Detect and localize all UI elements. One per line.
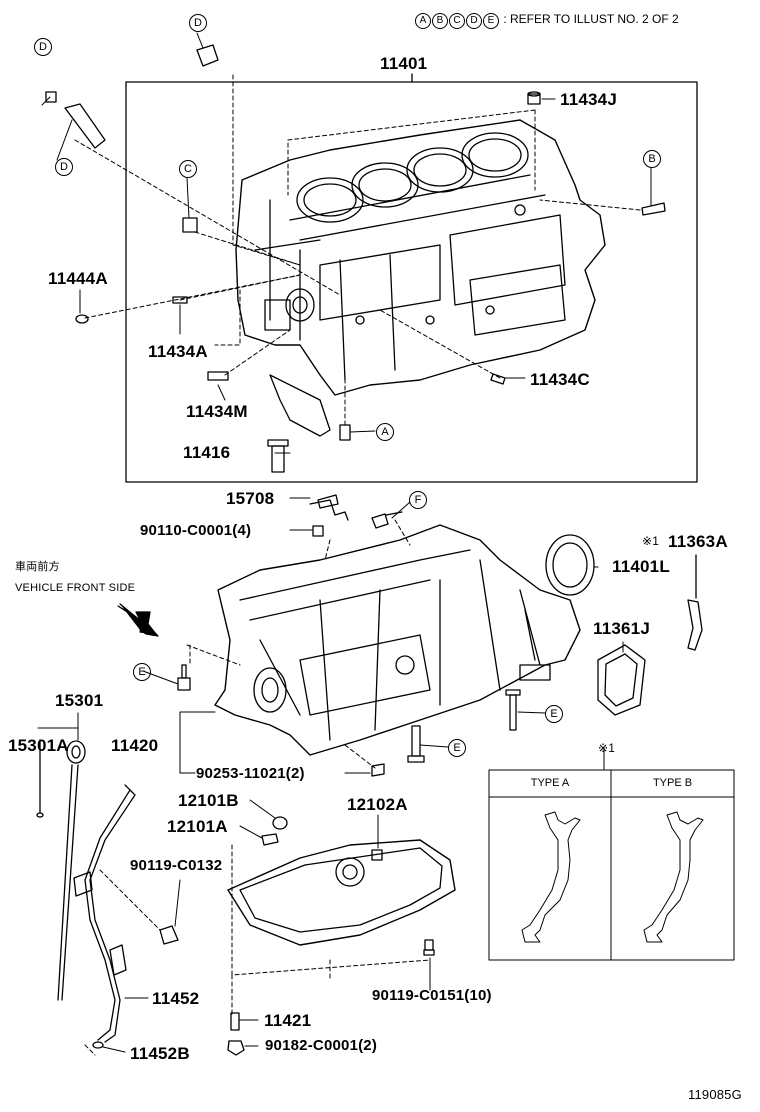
rear-oil-seal: [545, 534, 595, 596]
vehicle-front-english: VEHICLE FRONT SIDE: [15, 582, 136, 594]
label-12101A: 12101A: [167, 817, 228, 836]
block-small-parts: [45, 44, 666, 473]
label-15301: 15301: [55, 691, 104, 710]
label-11452: 11452: [152, 989, 200, 1008]
label-90110-c0001: 90110-C0001(4): [140, 522, 252, 539]
label-15708: 15708: [226, 489, 275, 508]
callout-e3: E: [448, 739, 466, 757]
vehicle-front-arrow-head: [119, 603, 159, 637]
callout-d-left-low: D: [55, 158, 73, 176]
label-11444A: 11444A: [48, 269, 108, 288]
label-11401L: 11401L: [612, 557, 670, 576]
label-11363A: 11363A: [668, 532, 728, 551]
cylinder-block: [235, 119, 606, 396]
ref-circle-e: E: [483, 13, 499, 29]
label-11421: 11421: [264, 1011, 312, 1030]
type-table: [488, 769, 735, 961]
label-11434M: 11434M: [186, 402, 248, 421]
gasket-11361J: [597, 644, 646, 716]
label-11434A: 11434A: [148, 342, 208, 361]
lower-fasteners: [177, 494, 521, 777]
callout-d-left: D: [34, 38, 52, 56]
callout-f: F: [409, 491, 427, 509]
crankcase: [214, 524, 581, 756]
callout-d-top: D: [189, 14, 207, 32]
stiffener-11363A: [687, 554, 703, 651]
callout-a: A: [376, 423, 394, 441]
label-11434C: 11434C: [530, 370, 590, 389]
ref-circle-c: C: [449, 13, 465, 29]
type-table-mark: ※1: [598, 741, 616, 755]
figure-id: 119085G: [688, 1087, 742, 1102]
type-b-header: TYPE B: [652, 777, 693, 789]
crankcase-dashed-leaders: [84, 519, 431, 1056]
callout-b: B: [643, 150, 661, 168]
label-11416: 11416: [183, 443, 231, 462]
label-90119-c0132: 90119-C0132: [130, 857, 223, 874]
ref-circle-d: D: [466, 13, 482, 29]
ref-note-text: : REFER TO ILLUST NO. 2 OF 2: [503, 12, 679, 26]
label-15301A: 15301A: [8, 736, 69, 755]
label-12102A: 12102A: [347, 795, 408, 814]
cylinder-block-frame: [125, 81, 698, 483]
label-90253-11021: 90253-11021(2): [196, 765, 305, 782]
block-dashed-leaders: [74, 74, 641, 426]
label-90182-c0001: 90182-C0001(2): [265, 1037, 378, 1054]
label-11452B: 11452B: [130, 1044, 190, 1063]
type-a-header: TYPE A: [530, 777, 570, 789]
ref-circle-a: A: [415, 13, 431, 29]
vehicle-front-japanese: 車両前方: [15, 561, 60, 573]
callout-e1: E: [133, 663, 151, 681]
oil-pan: [159, 816, 456, 1056]
label-12101B: 12101B: [178, 791, 239, 810]
label-90119-c0151: 90119-C0151(10): [372, 987, 492, 1004]
mark-11363A: ※1: [642, 534, 660, 548]
dipstick-assembly: [36, 739, 136, 1049]
label-11361J: 11361J: [593, 619, 650, 638]
callout-e2: E: [545, 705, 563, 723]
label-11401: 11401: [380, 54, 428, 73]
label-11420: 11420: [111, 736, 159, 755]
ref-circle-b: B: [432, 13, 448, 29]
label-11434J: 11434J: [560, 90, 617, 109]
callout-c: C: [179, 160, 197, 178]
label-leaders: [37, 32, 652, 1053]
